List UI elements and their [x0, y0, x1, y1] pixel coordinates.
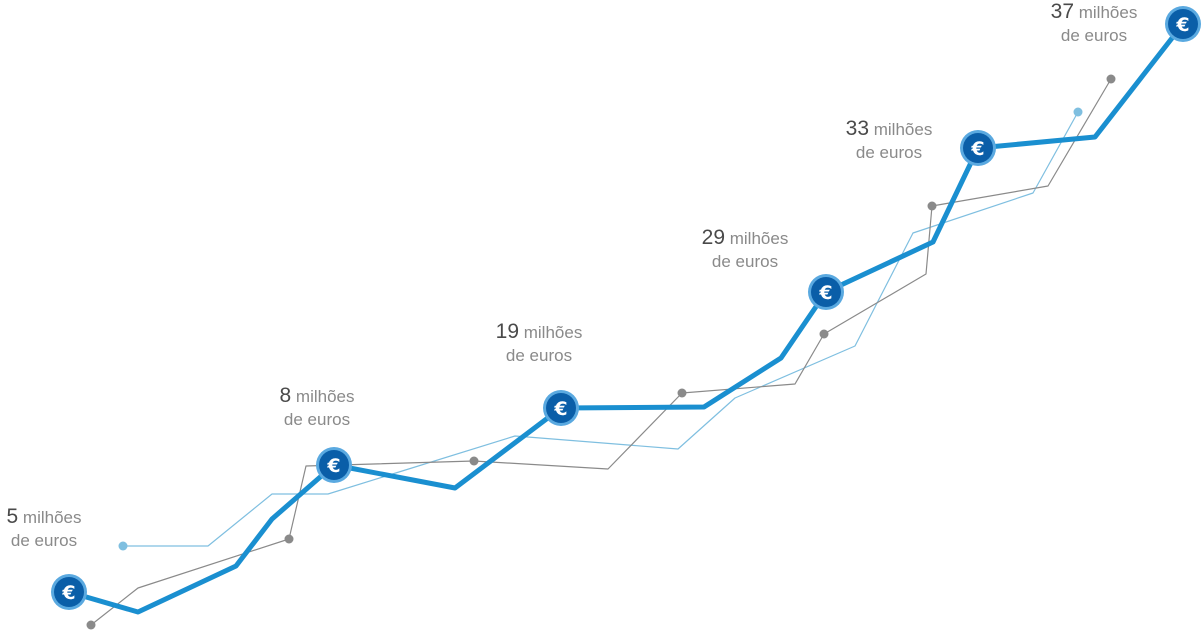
milestone-suffix: de euros — [10, 531, 78, 550]
milestone-label: 33 milhões de euros — [819, 117, 959, 164]
milestone-value: 29 — [701, 226, 726, 249]
milestone-unit: milhões — [1074, 3, 1138, 22]
svg-text:€: € — [818, 282, 832, 304]
milestone-value: 19 — [495, 320, 520, 343]
milestone-unit: milhões — [519, 323, 583, 342]
milestone-unit: milhões — [18, 508, 82, 527]
series-gray-point — [1106, 74, 1116, 84]
series-light-point — [118, 541, 128, 551]
milestone-unit: milhões — [291, 387, 355, 406]
milestone-unit: milhões — [869, 120, 933, 139]
milestone-suffix: de euros — [855, 143, 923, 162]
series-gray-point — [927, 201, 937, 211]
series-gray-point — [284, 534, 294, 544]
milestone-label: 5 milhões de euros — [0, 505, 114, 552]
series-gray-point — [819, 329, 829, 339]
series-gray-point — [677, 388, 687, 398]
euro-icon: € — [960, 130, 996, 166]
euro-icon: € — [543, 390, 579, 426]
milestone-value: 33 — [845, 117, 870, 140]
series-light-point — [1073, 107, 1083, 117]
series-gray-point — [469, 456, 479, 466]
svg-text:€: € — [326, 455, 340, 477]
series-gray-point — [86, 620, 96, 630]
milestone-value: 5 — [6, 505, 19, 528]
svg-text:€: € — [1175, 14, 1189, 36]
milestone-value: 37 — [1050, 0, 1075, 23]
euro-icon: € — [808, 274, 844, 310]
euro-icon: € — [51, 574, 87, 610]
milestone-suffix: de euros — [711, 252, 779, 271]
milestone-label: 37 milhões de euros — [1024, 0, 1164, 47]
series-light-line — [122, 111, 1079, 547]
milestone-suffix: de euros — [505, 346, 573, 365]
euro-icon: € — [316, 447, 352, 483]
milestone-label: 29 milhões de euros — [675, 226, 815, 273]
milestone-suffix: de euros — [283, 410, 351, 429]
milestone-label: 19 milhões de euros — [469, 320, 609, 367]
svg-text:€: € — [970, 138, 984, 160]
milestone-suffix: de euros — [1060, 26, 1128, 45]
milestone-value: 8 — [279, 384, 292, 407]
milestone-label: 8 milhões de euros — [247, 384, 387, 431]
euro-icon: € — [1165, 6, 1201, 42]
svg-text:€: € — [61, 582, 75, 604]
svg-text:€: € — [553, 398, 567, 420]
milestone-unit: milhões — [725, 229, 789, 248]
